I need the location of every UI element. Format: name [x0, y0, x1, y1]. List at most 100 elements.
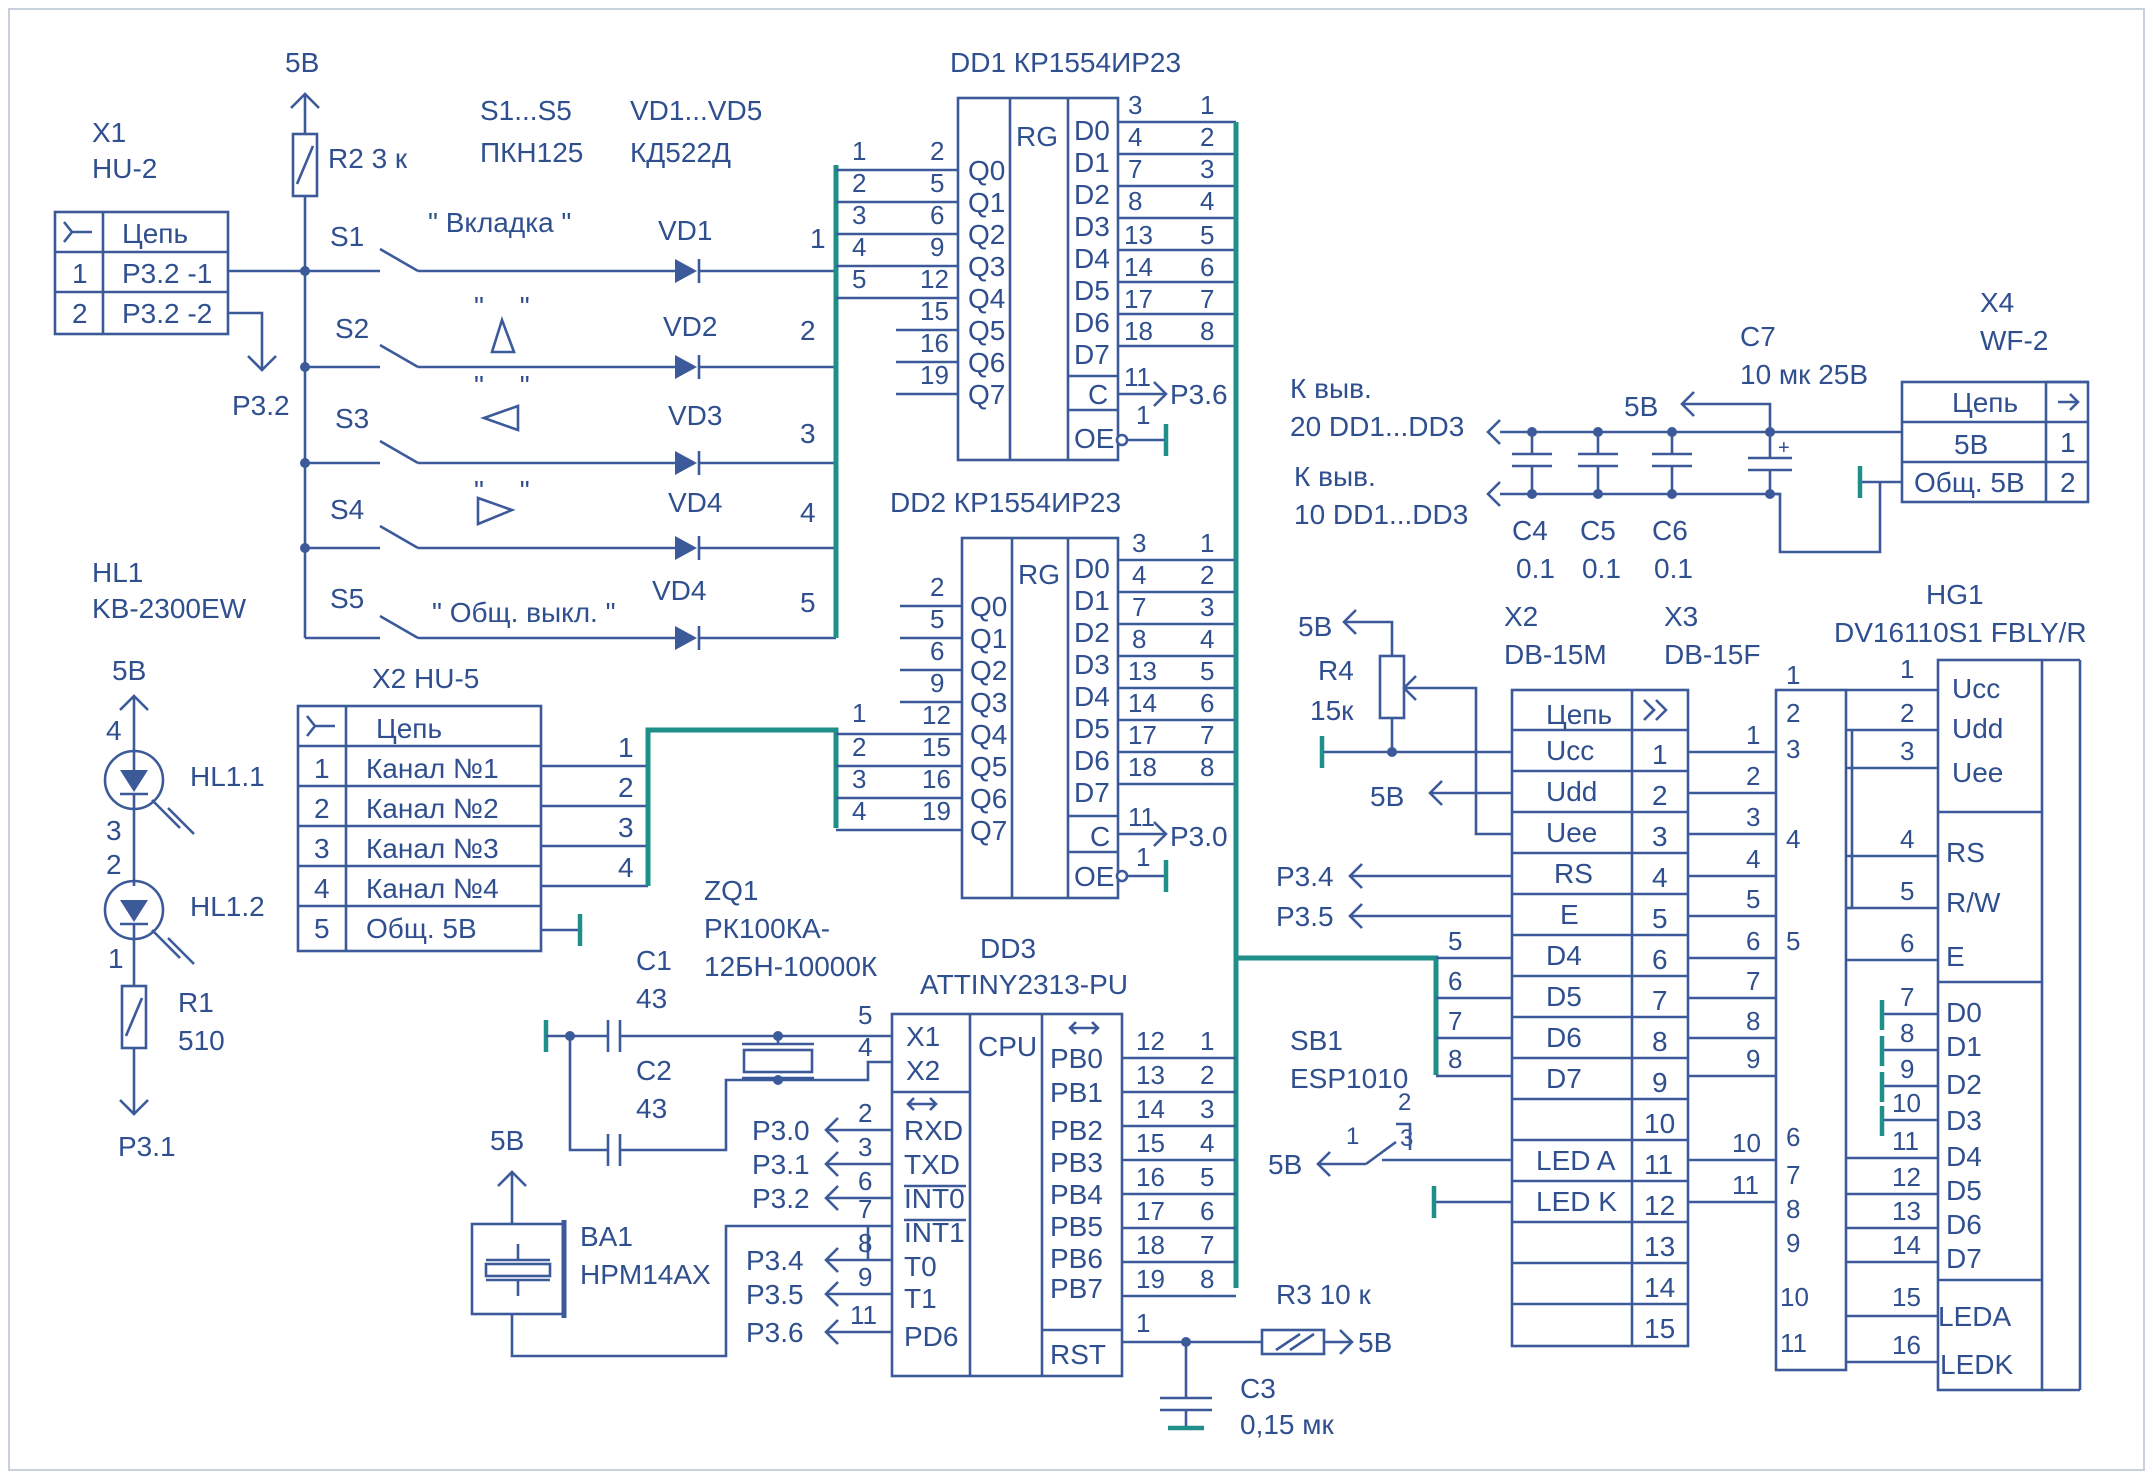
sb1-pin: 1 — [1346, 1123, 1359, 1150]
db-pin: 13 — [1644, 1231, 1675, 1262]
dd1-d2: D2 — [1074, 179, 1110, 210]
bidirectional-icon — [906, 1097, 938, 1111]
cable-pin: 1 — [1746, 720, 1760, 750]
dd2-pin: 11 — [1128, 802, 1155, 832]
db-d4: D4 — [1546, 940, 1582, 971]
dd1-pin: 5 — [1200, 220, 1214, 250]
x4-header: Цепь — [1952, 387, 2018, 418]
dd2-pin: 5 — [930, 604, 944, 634]
dd3-pin: 4 — [1200, 1128, 1214, 1158]
hg-pin: 4 — [1786, 824, 1800, 854]
c7-label: C7 — [1740, 321, 1776, 352]
db-rs: RS — [1554, 858, 1593, 889]
c5-value: 0.1 — [1582, 553, 1621, 584]
dd2-pin: 16 — [922, 764, 951, 794]
dd3-pb0: PB0 — [1050, 1043, 1103, 1074]
dd1-d3: D3 — [1074, 211, 1110, 242]
triangle-up-icon — [490, 315, 516, 354]
supply-5v-label: 5В — [285, 47, 319, 78]
crystal-zq1 — [742, 1048, 814, 1074]
dd3-pb1: PB1 — [1050, 1077, 1103, 1108]
c3-value: 0,15 мк — [1240, 1409, 1335, 1440]
db-d7: D7 — [1546, 1063, 1582, 1094]
dd1-c: C — [1088, 379, 1108, 410]
db-pin: 2 — [1652, 780, 1668, 811]
x4-pin-2: 2 — [2060, 467, 2076, 498]
hg-d1: D1 — [1946, 1031, 1982, 1062]
x2-pin-4: 4 — [314, 873, 330, 904]
dd2-pin: 9 — [930, 668, 944, 698]
dd1-pin: 7 — [1128, 154, 1142, 184]
hg1-ref: HG1 — [1926, 579, 1984, 610]
dd2-d5: D5 — [1074, 713, 1110, 744]
x4-pin-1: 1 — [2060, 427, 2076, 458]
dd2-pin: 14 — [1128, 688, 1157, 718]
x4-row-1: 5В — [1954, 429, 1988, 460]
dd2-q2: Q2 — [970, 655, 1007, 686]
x1-pin-2: 2 — [72, 298, 88, 329]
switch-type: ПКН125 — [480, 137, 583, 168]
pin10-label-2: 10 DD1...DD3 — [1294, 499, 1468, 530]
dd2-q3: Q3 — [970, 687, 1007, 718]
dd1-pin: 5 — [930, 168, 944, 198]
s5-note: " Общ. выкл. " — [432, 597, 616, 628]
x2-net-3: 3 — [618, 812, 634, 843]
dd1-pin: 4 — [1200, 186, 1214, 216]
power-section: К выв. 20 DD1...DD3 К выв. 10 DD1...DD3 … — [1290, 287, 2090, 584]
dd3-pin: 1 — [1136, 1308, 1150, 1338]
x2-pin-1: 1 — [314, 753, 330, 784]
dd3-pin: 9 — [858, 1262, 872, 1292]
diode-vd5 — [675, 626, 697, 650]
pin10-label-1: К выв. — [1294, 461, 1376, 492]
c5-label: C5 — [1580, 515, 1616, 546]
dd3-pb6: PB6 — [1050, 1243, 1103, 1274]
hg-ucc: Ucc — [1952, 673, 2000, 704]
dd2-c: C — [1090, 821, 1110, 852]
x2-pin-3: 3 — [314, 833, 330, 864]
dd3-pin: 6 — [1200, 1196, 1214, 1226]
cable-pin: 6 — [1746, 926, 1760, 956]
dd2-q4: Q4 — [970, 719, 1007, 750]
dd1-q2: Q2 — [968, 219, 1005, 250]
diode-vd2 — [675, 355, 697, 379]
hg-d7: D7 — [1946, 1243, 1982, 1274]
dd1-pin: 1 — [1136, 400, 1150, 430]
dd2-pin: 7 — [1200, 720, 1214, 750]
x2-common: Общ. 5В — [366, 913, 477, 944]
arrow-down-icon — [247, 355, 277, 372]
dd1-pin: 6 — [930, 200, 944, 230]
dd1-rg: RG — [1016, 121, 1058, 152]
dd2-pin: 3 — [852, 764, 866, 794]
led-pin-1: 1 — [108, 943, 124, 974]
hg-pin: 1 — [1900, 654, 1914, 684]
dd2-pin: 5 — [1200, 656, 1214, 686]
cable-pin: 11 — [1732, 1170, 1759, 1200]
ba1-5v: 5В — [490, 1125, 524, 1156]
hg-pin: 10 — [1780, 1282, 1809, 1312]
x2-channel-1: Канал №1 — [366, 753, 499, 784]
arrow-up-icon — [497, 1170, 527, 1187]
bus-pin: 5 — [1448, 926, 1462, 956]
x3-type: DB-15F — [1664, 639, 1760, 670]
net-p32b: Р3.2 — [752, 1183, 810, 1214]
net-p35: Р3.5 — [746, 1279, 804, 1310]
dd1-pin: 13 — [1124, 220, 1153, 250]
arrow-left-icon — [1348, 903, 1363, 929]
dd2-pin: 15 — [922, 732, 951, 762]
s2-label: S2 — [335, 313, 369, 344]
c2-value: 43 — [636, 1093, 667, 1124]
dd2-d2: D2 — [1074, 617, 1110, 648]
led-pin-3: 3 — [106, 815, 122, 846]
hg-pin: 2 — [1786, 698, 1800, 728]
hg-pin: 6 — [1900, 928, 1914, 958]
buzzer-ba1: 5В BA1 HPM14AX — [470, 1125, 892, 1358]
hg-pin: 5 — [1900, 876, 1914, 906]
dd3-int0: INT0 — [904, 1183, 965, 1214]
c3-label: C3 — [1240, 1373, 1276, 1404]
net-num-3: 3 — [800, 418, 816, 449]
db-pin: 6 — [1652, 944, 1668, 975]
button-sb1: SB1 ESP1010 2 1 3 5В — [1268, 1025, 1420, 1180]
dd1-q5: Q5 — [968, 315, 1005, 346]
dd3-pin: 17 — [1136, 1196, 1165, 1226]
dd1-pin: 14 — [1124, 252, 1153, 282]
